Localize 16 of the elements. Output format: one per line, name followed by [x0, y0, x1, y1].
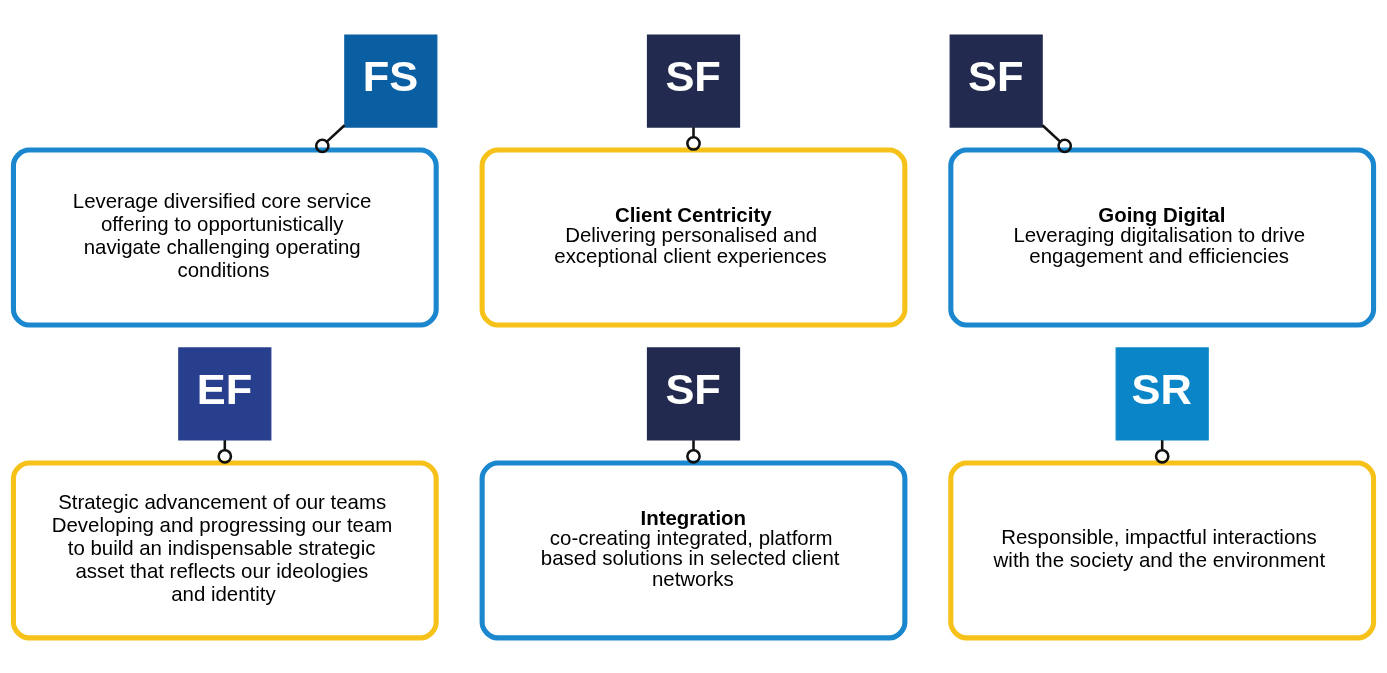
node-box: FS — [344, 34, 438, 128]
connector — [686, 440, 701, 464]
node-box: Integration co-creating integrated, platform based solutions in selected client networks — [479, 460, 908, 641]
node-box: Leverage diversified core service offering to opportunistically navigate challenging operating conditions — [10, 147, 439, 328]
node-box: Strategic advancement of our teams Developing and progressing our team to build an indispensable strategic asset that reflects our ideologies and identity — [10, 460, 439, 641]
node-box: SF — [646, 34, 741, 128]
node-box: EF — [178, 347, 272, 441]
node-box: SR — [1115, 347, 1209, 441]
node-box: SF — [949, 34, 1043, 128]
node-box: Going Digital Leveraging digitalisation to drive engagement and efficiencies — [948, 147, 1377, 328]
node-box: Client Centricity Delivering personalised and exceptional client experiences — [479, 147, 908, 328]
node-box: SF — [646, 347, 741, 441]
connector — [1041, 124, 1073, 154]
connector — [686, 127, 701, 151]
node-box: Responsible, impactful interactions with the society and the environment — [948, 460, 1377, 641]
connector — [314, 124, 346, 154]
